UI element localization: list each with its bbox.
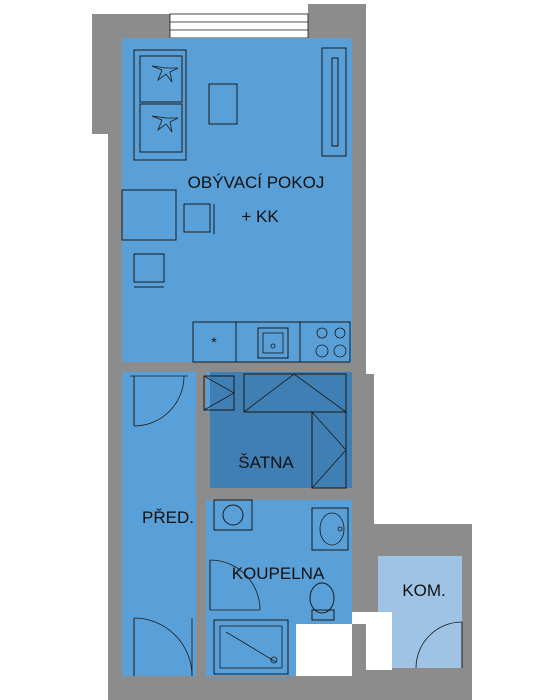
door-entry-bottom	[133, 617, 193, 677]
wall-storage-top	[366, 524, 470, 556]
shaft-white-2	[366, 614, 392, 670]
hall-cabinet	[203, 375, 235, 411]
wall-living-bottom	[122, 362, 366, 372]
wall-storage-right	[462, 524, 472, 700]
coffee-table	[208, 83, 238, 125]
shaft-white	[296, 624, 352, 676]
wall-bottom	[108, 676, 374, 700]
dining-table	[121, 189, 177, 241]
toilet	[309, 582, 335, 621]
window-top	[169, 13, 309, 39]
tv-unit	[321, 47, 347, 157]
living-room-label-line2: + KK	[241, 207, 279, 226]
wall-left	[108, 130, 122, 690]
wall-hall-right-b	[196, 412, 210, 498]
wall-storage-bottom	[366, 668, 472, 700]
door-entry-top	[130, 375, 188, 427]
storage-label: KOM.	[402, 581, 445, 600]
living-room-label-line1: OBÝVACÍ POKOJ	[188, 173, 325, 192]
chair-bottom	[133, 253, 165, 288]
wall-hall-right-a	[196, 372, 206, 412]
washing-machine	[213, 499, 253, 531]
door-bathroom	[209, 559, 261, 611]
hall-label: PŘED.	[142, 508, 194, 527]
wall-hall-right-c	[196, 498, 206, 694]
hob-icon	[315, 327, 347, 358]
washbasin	[311, 507, 349, 551]
wall-wardrobe-bottom	[206, 488, 352, 500]
wardrobe-shelving	[243, 373, 347, 489]
sink-icon	[257, 327, 289, 359]
kitchen-counter: *	[192, 321, 351, 363]
chair-right	[183, 203, 215, 234]
door-storage	[415, 621, 463, 669]
sofa	[133, 49, 187, 161]
wall-left-upper	[92, 14, 122, 134]
bathroom-label: KOUPELNA	[232, 564, 325, 583]
wall-right-upper	[352, 4, 366, 374]
shower-tray	[213, 619, 289, 675]
wardrobe-label: ŠATNA	[238, 453, 294, 472]
fridge-icon: *	[211, 334, 217, 350]
